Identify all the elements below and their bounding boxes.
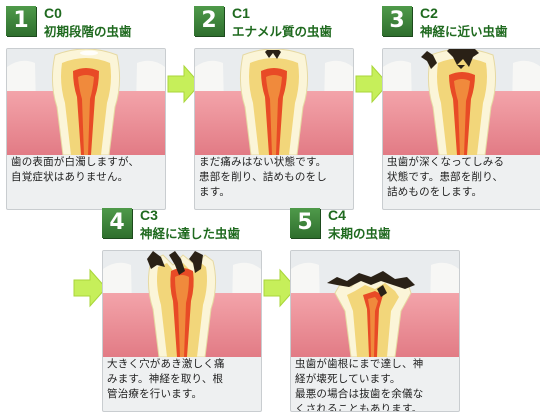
stage-description: 虫歯が歯根にまで達し、神 経が壊死しています。 最悪の場合は抜歯を余儀な くされ… (295, 357, 459, 412)
desc-line: 患部を削り、詰めものをし (199, 171, 327, 183)
stage-header: 3 C2 神経に近い虫歯 (382, 5, 540, 48)
stage-number-badge: 5 (290, 208, 320, 238)
stage-title: エナメル質の虫歯 (232, 24, 333, 39)
stage-description: 虫歯が深くなってしみる 状態です。患部を削り、 詰めものをします。 (387, 155, 540, 200)
tooth-illustration-c2 (383, 49, 540, 155)
stage-description: 大きく穴があき激しく痛 みます。神経を取り、根 管治療を行います。 (107, 357, 261, 402)
stage-header: 1 C0 初期段階の虫歯 (6, 5, 186, 48)
desc-line: くされることもあります。 (295, 403, 423, 412)
desc-line: 経が壊死しています。 (295, 373, 401, 385)
stage-c4: 5 C4 末期の虫歯 虫歯が歯根にまで達し、神 経が壊死しています。 最悪の場合 (290, 207, 470, 412)
tooth-illustration-c0 (7, 49, 165, 155)
tooth-panel: 虫歯が深くなってしみる 状態です。患部を削り、 詰めものをします。 (382, 48, 540, 210)
stage-number-badge: 3 (382, 6, 412, 36)
stage-number-badge: 1 (6, 6, 36, 36)
stage-number-badge: 2 (194, 6, 224, 36)
stage-header: 4 C3 神経に達した虫歯 (102, 207, 282, 250)
stage-code: C3 (140, 207, 158, 223)
tooth-panel: 虫歯が歯根にまで達し、神 経が壊死しています。 最悪の場合は抜歯を余儀な くされ… (290, 250, 460, 412)
stage-title: 初期段階の虫歯 (44, 24, 132, 39)
desc-line: 最悪の場合は抜歯を余儀な (295, 388, 424, 400)
arrow-right-icon (263, 268, 297, 308)
stage-c2: 3 C2 神経に近い虫歯 虫歯が深くなってしみる 状態です。患部を削り、 (382, 5, 540, 210)
desc-line: まだ痛みはない状態です。 (199, 156, 327, 168)
stage-code: C2 (420, 5, 438, 21)
tooth-illustration-c1 (195, 49, 353, 155)
desc-line: 大きく穴があき激しく痛 (107, 358, 225, 370)
tooth-illustration-c3 (103, 251, 261, 357)
stage-c1: 2 C1 エナメル質の虫歯 まだ痛みはない状態です。 患部を削り、詰めものをし … (194, 5, 374, 210)
stage-code: C0 (44, 5, 62, 21)
desc-line: 歯の表面が白濁しますが、 (11, 156, 140, 168)
desc-line: 詰めものをします。 (387, 186, 483, 198)
desc-line: ます。 (199, 186, 231, 198)
desc-line: みます。神経を取り、根 (107, 373, 224, 385)
stage-title: 末期の虫歯 (328, 226, 391, 241)
stage-description: 歯の表面が白濁しますが、 自覚症状はありません。 (11, 155, 165, 185)
desc-line: 管治療を行います。 (107, 388, 203, 400)
stage-c3: 4 C3 神経に達した虫歯 大きく穴があき激しく痛 みます。神経を取り、根 (102, 207, 282, 412)
stage-code: C1 (232, 5, 250, 21)
desc-line: 状態です。患部を削り、 (387, 171, 504, 183)
stage-code: C4 (328, 207, 346, 223)
stage-description: まだ痛みはない状態です。 患部を削り、詰めものをし ます。 (199, 155, 353, 200)
tooth-panel: 歯の表面が白濁しますが、 自覚症状はありません。 (6, 48, 166, 210)
arrow-right-icon (73, 268, 107, 308)
arrow-right-icon (167, 64, 201, 104)
stage-number-badge: 4 (102, 208, 132, 238)
stage-header: 2 C1 エナメル質の虫歯 (194, 5, 374, 48)
tooth-illustration-c4 (291, 251, 459, 357)
arrow-right-icon (355, 64, 389, 104)
stage-title: 神経に近い虫歯 (420, 24, 508, 39)
desc-line: 虫歯が深くなってしみる (387, 156, 505, 168)
tooth-panel: まだ痛みはない状態です。 患部を削り、詰めものをし ます。 (194, 48, 354, 210)
stage-c0: 1 C0 初期段階の虫歯 歯の表面が白濁しますが、 自覚症状はありません。 (6, 5, 186, 210)
tooth-panel: 大きく穴があき激しく痛 みます。神経を取り、根 管治療を行います。 (102, 250, 262, 412)
desc-line: 虫歯が歯根にまで達し、神 (295, 358, 424, 370)
stage-header: 5 C4 末期の虫歯 (290, 207, 470, 250)
desc-line: 自覚症状はありません。 (11, 171, 129, 183)
stage-title: 神経に達した虫歯 (140, 226, 241, 241)
